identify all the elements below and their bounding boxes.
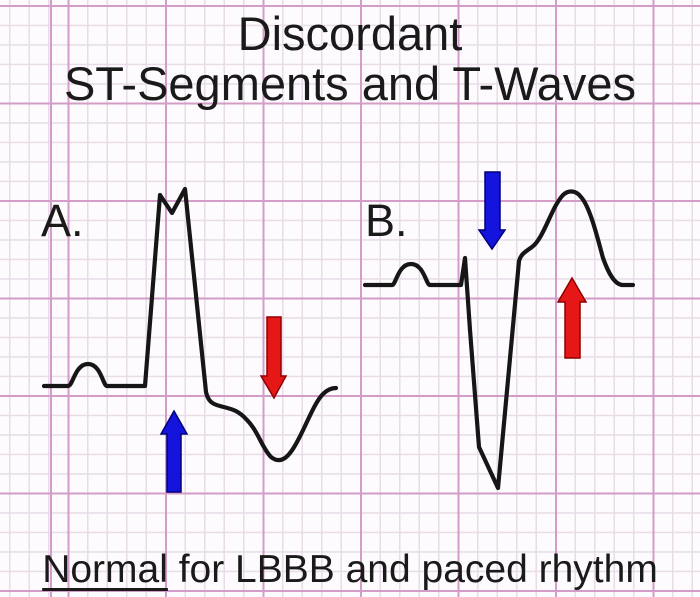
ecg-trace-a — [41, 186, 339, 463]
ecg-trace-b — [362, 189, 636, 491]
qrs-direction-up-arrow-a — [159, 409, 189, 493]
st-t-direction-up-arrow-b — [556, 276, 588, 359]
title-line-1: Discordant — [237, 7, 463, 60]
caption-underlined-word: Normal — [42, 548, 168, 591]
qrs-direction-down-arrow-b — [477, 171, 507, 251]
panel-label-b: B. — [365, 195, 408, 246]
panel-label-a: A. — [41, 195, 84, 246]
caption-rest: for LBBB and paced rhythm — [167, 548, 658, 591]
st-t-direction-down-arrow-a — [259, 316, 288, 400]
diagram-title: Discordant ST-Segments and T-Waves — [0, 9, 700, 109]
title-line-2: ST-Segments and T-Waves — [63, 57, 637, 110]
caption: Normal for LBBB and paced rhythm — [0, 549, 700, 591]
